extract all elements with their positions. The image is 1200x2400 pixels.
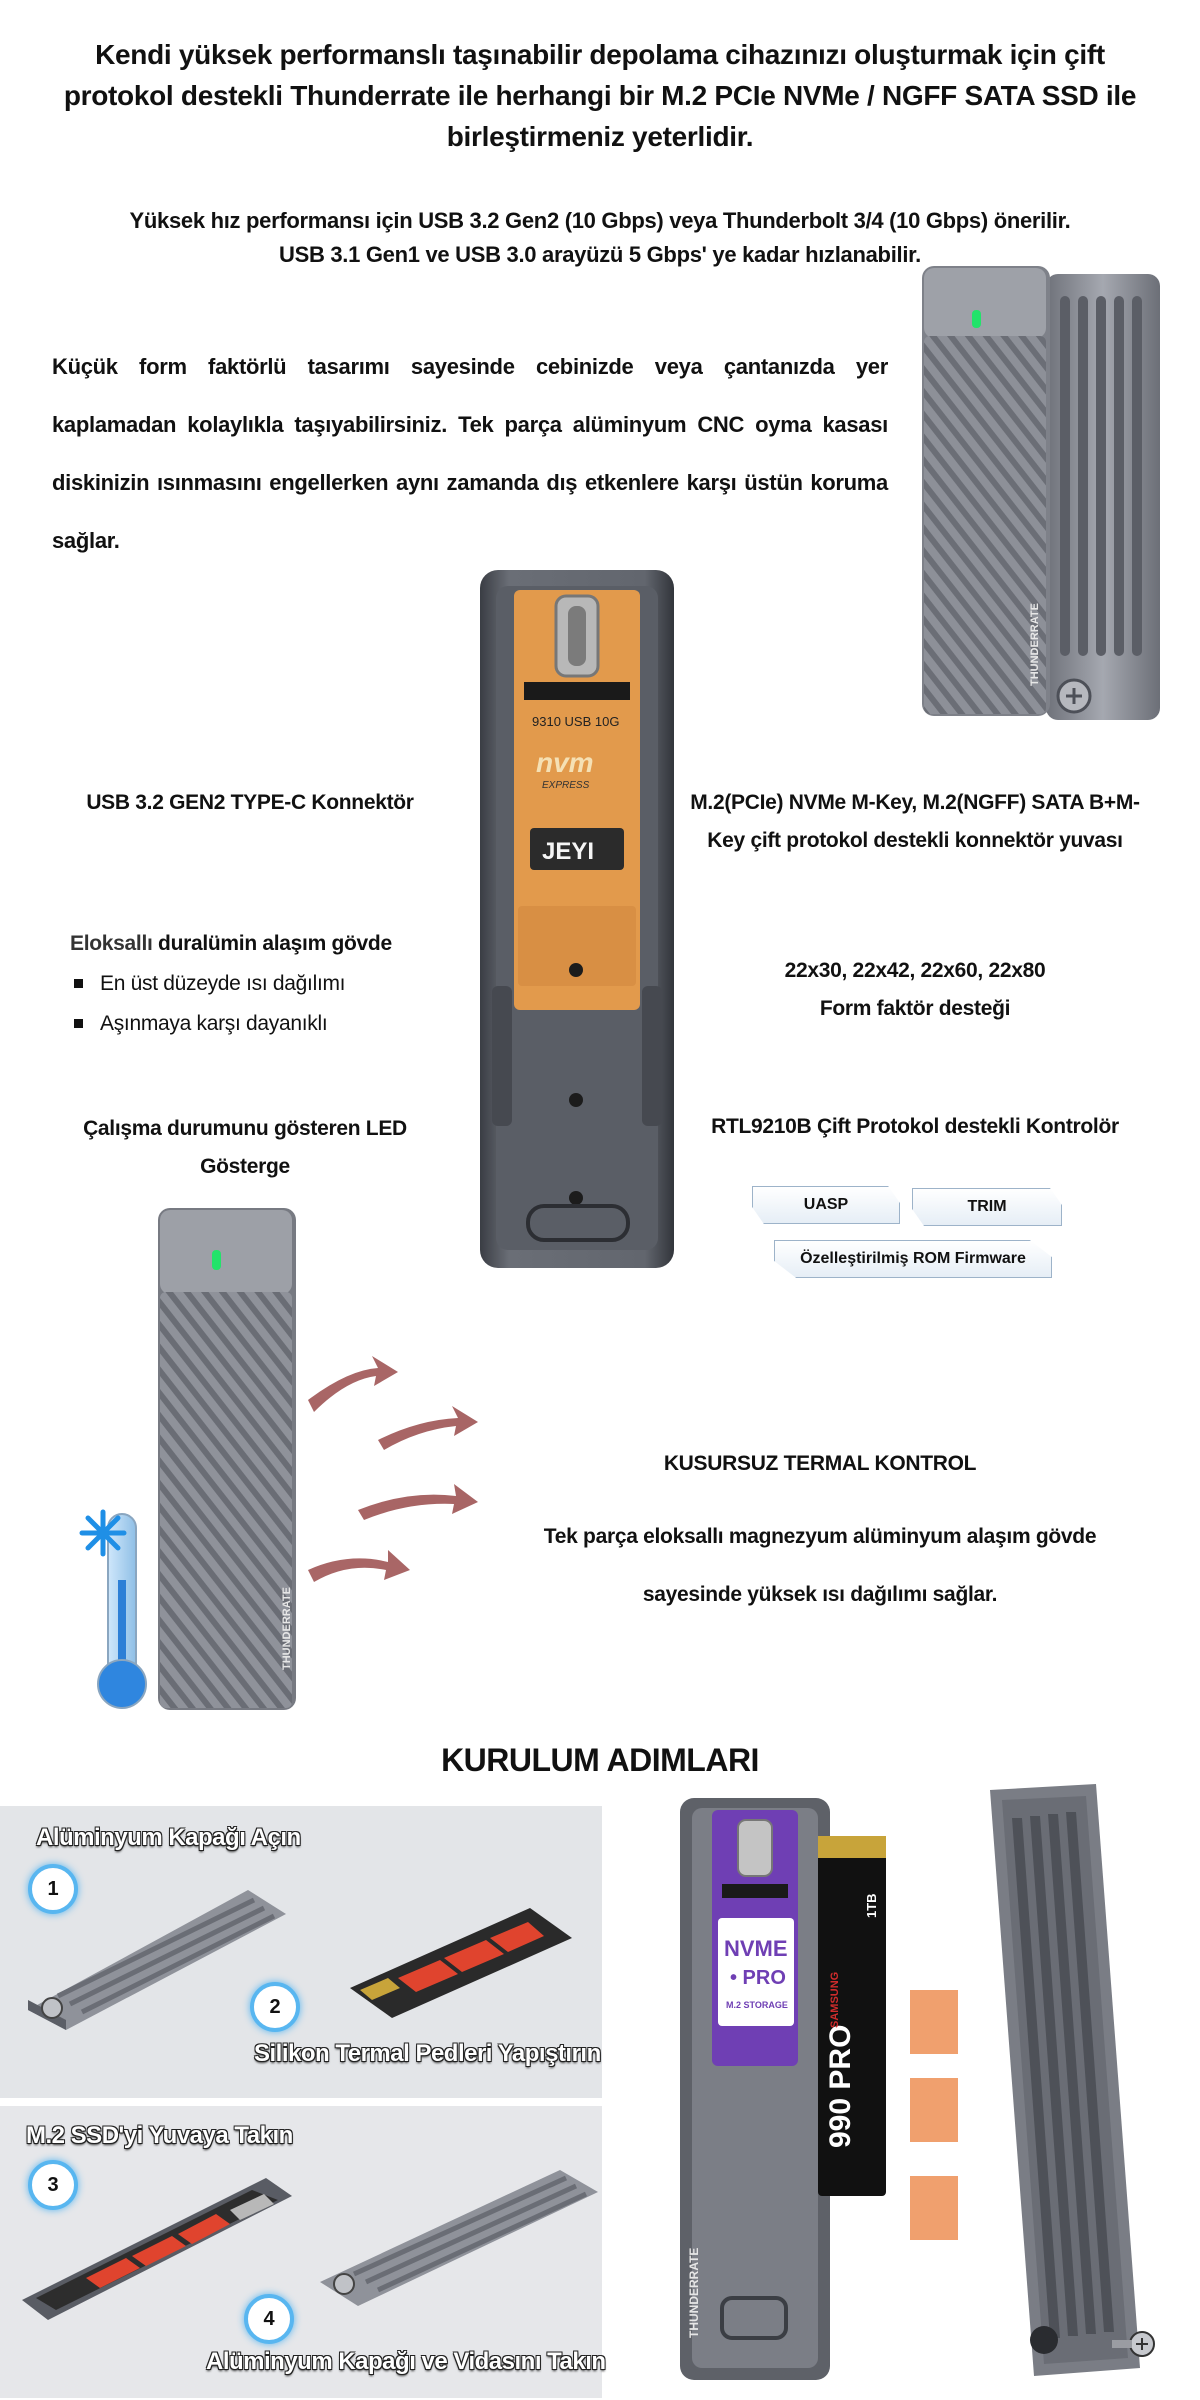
alloy-bullet-item: En üst düzeyde ısı dağılımı: [70, 964, 490, 1004]
controller-label: RTL9210B Çift Protokol destekli Kontrolö…: [711, 1115, 1119, 1138]
thermal-pad: [910, 2078, 958, 2142]
ssd-in-slot-step3-image: [22, 2178, 292, 2320]
closed-enclosure-step4-image: [320, 2170, 598, 2306]
ssd-capacity-text: 1TB: [864, 1893, 879, 1918]
heat-arrow-icon: [378, 1406, 478, 1450]
enclosure-side-image: THUNDERRATE: [922, 266, 1160, 720]
step-3-number: 3: [28, 2160, 78, 2210]
alloy-body-feature: Eloksallı duralümin alaşım gövde En üst …: [70, 924, 490, 1044]
closed-enclosure-step1-image: [28, 1890, 286, 2030]
alloy-keyword: Eloksallı: [70, 932, 153, 955]
alloy-heading: Eloksallı duralümin alaşım gövde: [70, 924, 490, 964]
m2-slot-label: M.2(PCIe) NVMe M-Key, M.2(NGFF) SATA B+M…: [690, 791, 1140, 852]
alloy-bullet-item: Aşınmaya karşı dayanıklı: [70, 1004, 490, 1044]
nvme-card-line1: NVME: [724, 1936, 788, 1961]
step-1-label: Alüminyum Kapağı Açın: [36, 1824, 301, 1851]
nvme-card-line2: • PRO: [730, 1967, 786, 1989]
thermal-enclosure-image: THUNDERRATE: [79, 1208, 478, 1710]
thermal-enclosure-brand-text: THUNDERRATE: [281, 1587, 293, 1670]
nvme-card-line3: M.2 STORAGE: [726, 2000, 788, 2010]
installation-steps-title: KURULUM ADIMLARI: [441, 1742, 759, 1778]
ssd-brand-text: SAMSUNG: [829, 1972, 841, 2028]
heat-arrow-icon: [308, 1356, 398, 1412]
board-nvm-text: nvm: [536, 747, 594, 778]
alloy-bullets: En üst düzeyde ısı dağılımı Aşınmaya kar…: [70, 964, 490, 1044]
screw-icon: [1112, 2331, 1155, 2357]
exploded-brand-text: THUNDERRATE: [687, 2248, 701, 2338]
enclosure-brand-text: THUNDERRATE: [1029, 603, 1041, 686]
open-enclosure-board-image: 9310 USB 10G nvm EXPRESS JEYI: [480, 570, 674, 1268]
ssd-model-text: 990 PRO: [824, 2025, 857, 2148]
board-express-text: EXPRESS: [542, 780, 590, 791]
form-factor-text: Küçük form faktörlü tasarımı sayesinde c…: [52, 354, 888, 553]
heat-arrow-icon: [308, 1550, 410, 1582]
badge-uasp: UASP: [752, 1186, 900, 1224]
form-factor-support-label: 22x30, 22x42, 22x60, 22x80 Form faktör d…: [690, 952, 1140, 1028]
form-factor-sizes: 22x30, 22x42, 22x60, 22x80: [784, 959, 1046, 982]
step-2-label: Silikon Termal Pedleri Yapıştırın: [254, 2040, 601, 2067]
step-3-label: M.2 SSD'yi Yuvaya Takın: [26, 2122, 293, 2149]
badge-rom-firmware: Özelleştirilmiş ROM Firmware: [774, 1240, 1052, 1278]
thermal-pad: [910, 2176, 958, 2240]
exploded-view-image: NVME • PRO M.2 STORAGE THUNDERRATE 990 P…: [680, 1784, 1155, 2380]
board-brand-text: JEYI: [542, 838, 594, 865]
thermal-pad: [910, 1990, 958, 2054]
step-1-number: 1: [28, 1864, 78, 1914]
badge-trim: TRIM: [912, 1188, 1062, 1226]
usb-connector-label: USB 3.2 GEN2 TYPE-C Konnektör: [86, 791, 414, 814]
heat-arrow-icon: [358, 1484, 478, 1520]
alloy-heading-rest: duralümin alaşım gövde: [152, 932, 392, 955]
board-model-text: 9310 USB 10G: [532, 714, 619, 729]
step-2-number: 2: [250, 1982, 300, 2032]
snowflake-icon: [79, 1509, 127, 1557]
thermal-title: KUSURSUZ TERMAL KONTROL: [663, 1452, 977, 1475]
steps-panel-bottom: [0, 2106, 602, 2398]
speed-line-2: USB 3.1 Gen1 ve USB 3.0 arayüzü 5 Gbps' …: [278, 242, 921, 267]
form-factor-caption: Form faktör desteği: [819, 997, 1011, 1020]
intro-text: Kendi yüksek performanslı taşınabilir de…: [63, 39, 1137, 152]
speed-text: Yüksek hız performansı için USB 3.2 Gen2…: [60, 204, 1140, 272]
step-4-label: Alüminyum Kapağı ve Vidasını Takın: [206, 2348, 606, 2375]
step-4-number: 4: [244, 2294, 294, 2344]
ssd-with-thermal-pads-image: [350, 1908, 572, 2018]
thermal-text: Tek parça eloksallı magnezyum alüminyum …: [543, 1525, 1097, 1606]
speed-line-1: Yüksek hız performansı için USB 3.2 Gen2…: [129, 208, 1071, 233]
led-indicator-label: Çalışma durumunu gösteren LED Gösterge: [83, 1117, 407, 1178]
